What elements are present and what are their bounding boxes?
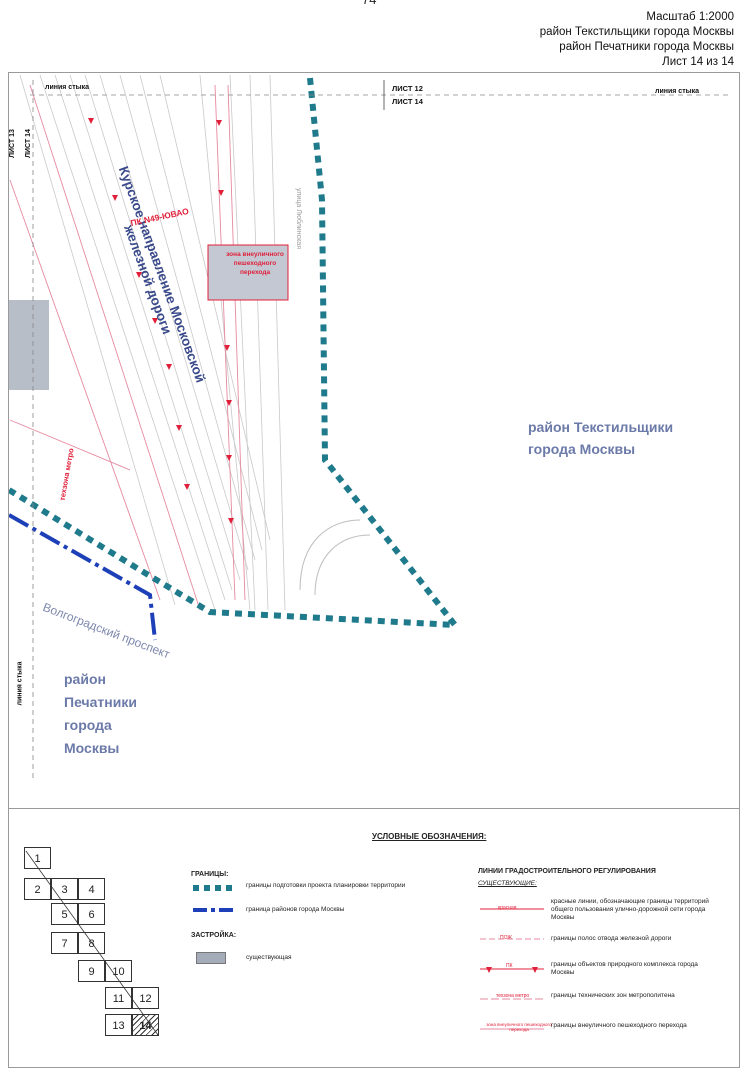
sheet-header: Масштаб 1:2000 район Текстильщики города… (540, 10, 734, 70)
legend-sample-red: красная (498, 905, 517, 911)
sheet12-label: ЛИСТ 12 (392, 84, 423, 93)
sheet-cell-2: 2 (24, 878, 51, 900)
legend-sample-pedestrian: зона внеуличного пешеходного перехода (486, 1022, 552, 1032)
sheet-cell-3: 3 (51, 878, 78, 900)
legend-rail-strip-text: границы полос отвода железной дороги (551, 935, 672, 942)
legend-building-swatch (196, 952, 226, 964)
legend-sample-rail: ПОЖ (500, 935, 512, 941)
sheet14-label-left: ЛИСТ 14 (24, 129, 32, 158)
sheet-cell-1: 1 (24, 847, 51, 869)
legend-district-border-text: граница районов города Москвы (246, 906, 345, 913)
junction-label-top-left: линия стыка (45, 84, 90, 91)
sheet-cell-7: 7 (51, 932, 78, 954)
sheet-cell-5: 5 (51, 903, 78, 925)
sheet-number: Лист 14 из 14 (662, 56, 734, 68)
sheet-cell-13: 13 (105, 1014, 132, 1036)
legend-sample-pk: ПК (506, 963, 513, 969)
existing-building (9, 300, 49, 390)
pedestrian-zone (207, 244, 289, 301)
legend-nature-text: границы объектов природного комплекса го… (551, 961, 698, 976)
sheet14-label-top: ЛИСТ 14 (392, 97, 423, 106)
legend-metro-tech-text: границы технических зон метрополитена (551, 992, 675, 999)
legend-frame (8, 808, 740, 1068)
district-pechatniki-title: район Печатники города Москвы (559, 41, 734, 53)
district-textilshchiki-title: район Текстильщики города Москвы (539, 26, 734, 38)
map-canvas (9, 74, 730, 780)
red-lines (9, 84, 246, 611)
legend-red-lines-text: красные линии, обозначающие границы терр… (551, 898, 709, 921)
scale-text: Масштаб 1:2000 (646, 11, 734, 23)
legend-regulation-heading: ЛИНИИ ГРАДОСТРОИТЕЛЬНОГО РЕГУЛИРОВАНИЯ (478, 868, 656, 875)
legend-title: УСЛОВНЫЕ ОБОЗНАЧЕНИЯ: (372, 832, 487, 841)
sheet-cell-14-current: 14 (132, 1014, 159, 1036)
sheet-cell-11: 11 (105, 987, 132, 1009)
nature-markers (88, 118, 234, 524)
sheet-cell-4: 4 (78, 878, 105, 900)
project-boundary (9, 77, 462, 629)
legend-building-heading: ЗАСТРОЙКА: (191, 932, 237, 939)
legend-regulation-symbols (480, 908, 544, 1030)
street-label: улица Люблинская (295, 188, 302, 249)
district-boundary (9, 513, 157, 641)
sheet-index-diagonal (25, 850, 159, 1036)
legend-border-symbols (193, 885, 237, 912)
rail-tracks (19, 74, 286, 611)
pedestrian-zone-label: зона внеуличного пешеходного перехода (226, 251, 284, 276)
page-number: 74 (362, 0, 376, 7)
legend-existing-label: СУЩЕСТВУЮЩИЕ: (478, 880, 537, 887)
legend-borders-heading: ГРАНИЦЫ: (191, 871, 229, 878)
sheet-cell-12: 12 (132, 987, 159, 1009)
legend-building-text: существующая (246, 954, 292, 961)
district-pechatniki-label: район Печатники города Москвы (64, 671, 137, 756)
legend-project-border-text: границы подготовки проекта планировки те… (246, 882, 406, 889)
district-textilshchiki-label: район Текстильщики города Москвы (528, 419, 674, 457)
sheet-cell-8: 8 (78, 932, 105, 954)
sheet13-label: ЛИСТ 13 (8, 129, 16, 158)
sheet-cell-6: 6 (78, 903, 105, 925)
sheet-cell-9: 9 (78, 960, 105, 982)
junction-label-left: линия стыка (16, 661, 24, 706)
legend-sample-metro: техзона метро (496, 993, 530, 999)
junction-label-top-right: линия стыка (655, 88, 700, 95)
legend-pedestrian-text: границы внеуличного пешеходного перехода (551, 1022, 687, 1029)
